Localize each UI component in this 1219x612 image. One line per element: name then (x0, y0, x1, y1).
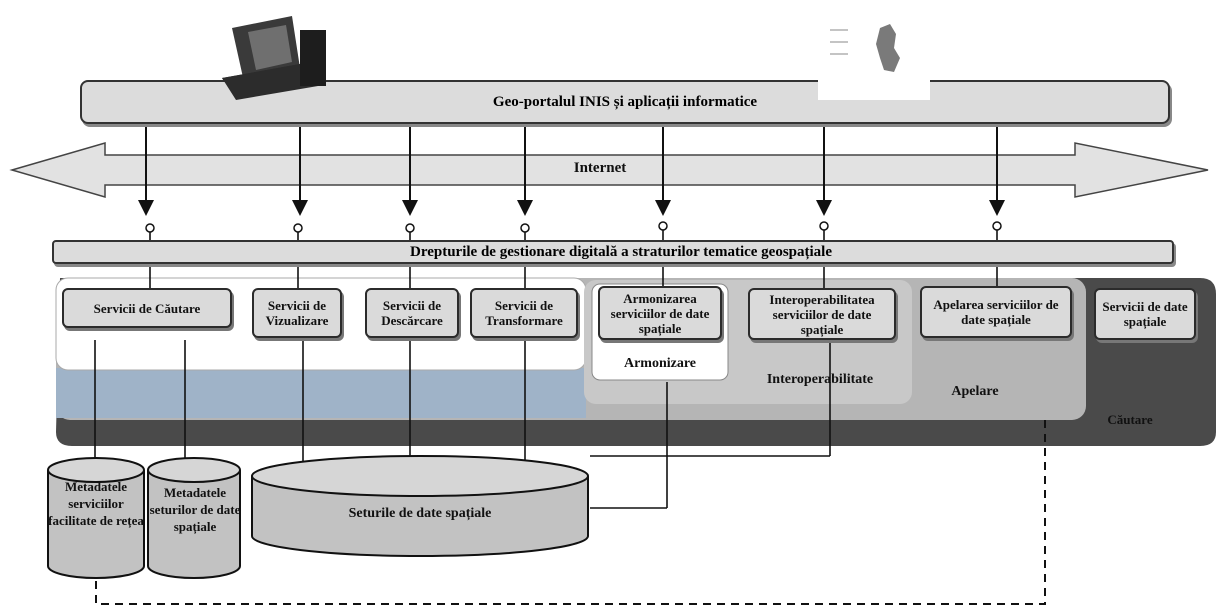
interoperabilitate-label: Interoperabilitate (766, 372, 874, 387)
rights-label: Drepturile de gestionare digitală a stra… (410, 243, 832, 260)
download-services-box: Servicii de Descărcare (365, 288, 459, 338)
dataset-metadata-store (147, 470, 241, 579)
spatial-datasets-label: Seturile de date spațiale (348, 506, 492, 521)
network-metadata-label: Metadatele serviciilor facilitate de reț… (48, 479, 144, 528)
apelare-label: Apelare (951, 384, 999, 399)
spatial-datasets-store (251, 476, 589, 557)
geo-portal-title: Geo-portalul INIS și aplicații informati… (492, 93, 758, 110)
view-services-box: Servicii de Vizualizare (252, 288, 342, 338)
network-metadata-store (47, 470, 145, 579)
interop-services-box: Interoperabilitatea serviciilor de date … (748, 288, 896, 340)
harmonize-services-box: Armonizarea serviciilor de date spațiale (598, 286, 722, 340)
blue-band (56, 368, 586, 418)
spatial-data-services-box: Servicii de date spațiale (1094, 288, 1196, 340)
cautare-label: Căutare (1107, 412, 1153, 427)
search-services-box: Servicii de Căutare (62, 288, 232, 328)
transform-services-box: Servicii de Transformare (470, 288, 578, 338)
internet-arrow (9, 142, 1209, 198)
dataset-metadata-label: Metadatele seturilor de date spațiale (149, 485, 241, 534)
invoke-services-box: Apelarea serviciilor de date spațiale (920, 286, 1072, 338)
armonizare-label: Armonizare (623, 356, 697, 371)
rights-bar: Drepturile de gestionare digitală a stra… (52, 240, 1174, 264)
internet-label: Internet (573, 160, 627, 176)
geo-portal-bar: Geo-portalul INIS și aplicații informati… (80, 80, 1170, 124)
